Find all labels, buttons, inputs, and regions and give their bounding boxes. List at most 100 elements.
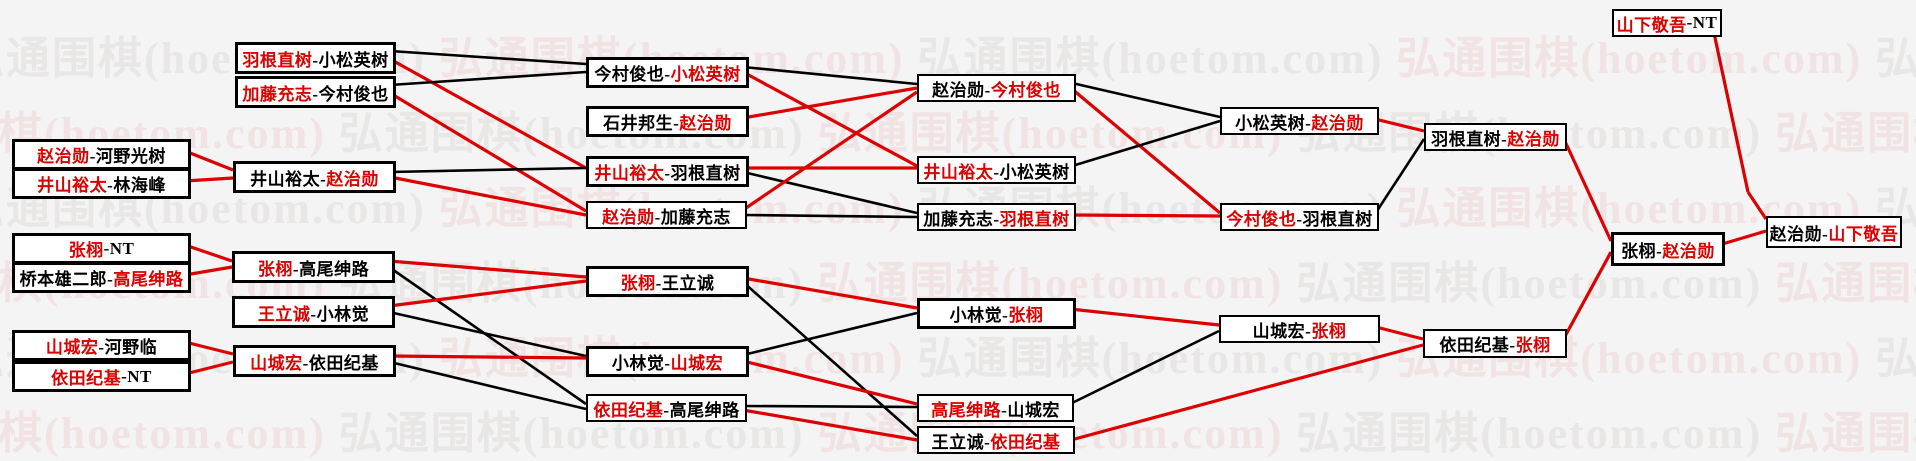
loser-path-line: [389, 49, 587, 66]
winner-path-line: [389, 175, 587, 217]
loser-path-line: [389, 360, 587, 411]
winner-path-line: [1070, 343, 1424, 442]
winner-name: 赵治勋: [1507, 129, 1560, 149]
player-name: -依田纪基: [302, 353, 379, 373]
loser-path-line: [742, 404, 918, 409]
player-name: -今村俊也: [312, 84, 389, 104]
winner-path-line: [1712, 32, 1750, 193]
winner-path-line: [742, 276, 918, 310]
loser-path-line: [389, 166, 587, 174]
player-name: -羽根直树: [1296, 209, 1373, 229]
loser-path-line: [1373, 138, 1426, 215]
match-box-r4-kato-hane: 加藤充志-羽根直树: [917, 203, 1076, 231]
player-name: -王立诚: [655, 274, 715, 293]
match-box-r3-iyama-hane: 井山裕太-羽根直树: [586, 156, 749, 187]
winner-name: 张栩: [1311, 321, 1347, 341]
winner-name: 依田纪基: [990, 432, 1061, 452]
winner-name: 山下敬吾: [1616, 15, 1687, 35]
match-box-r3-kobayashi-yamashiro: 小林觉-山城宏: [586, 346, 749, 377]
winner-name: 赵治勋: [37, 147, 90, 166]
match-box-r6-hane-zhao: 羽根直树-赵治勋: [1424, 123, 1567, 151]
winner-name: 依田纪基: [593, 400, 664, 420]
winner-name: 赵治勋: [602, 207, 655, 227]
match-box-r5-imamura-hane: 今村俊也-羽根直树: [1220, 203, 1379, 231]
match-box-r1-zhangxu-nt: 张栩-NT: [12, 233, 191, 264]
winner-name: 张栩: [620, 274, 656, 293]
player-name: 山城宏-: [1252, 321, 1312, 341]
player-name: -河野临: [98, 338, 158, 357]
match-box-r1-yoda-nt: 依田纪基-NT: [12, 361, 191, 392]
player-name: -林海峰: [107, 176, 166, 195]
loser-path-line: [742, 170, 918, 215]
loser-path-line: [1071, 81, 1221, 119]
winner-name: 小松英树: [670, 65, 741, 84]
winner-name: 依田纪基: [51, 369, 122, 388]
match-box-r2-hane-komatsu: 羽根直树-小松英树: [235, 42, 396, 74]
winner-name: 山城宏: [45, 338, 99, 357]
winner-path-line: [1561, 136, 1613, 242]
loser-path-line: [388, 310, 587, 358]
winner-path-line: [1746, 191, 1768, 220]
winner-name: 赵治勋: [679, 114, 732, 133]
loser-path-line: [1069, 329, 1220, 406]
loser-path-line: [1071, 119, 1221, 168]
match-box-r4-wang-yoda: 王立诚-依田纪基: [917, 426, 1075, 454]
player-name: 小林觉-: [611, 354, 671, 373]
winner-path-line: [184, 340, 234, 356]
winner-path-line: [184, 243, 233, 263]
player-name: -高尾绅路: [663, 400, 740, 420]
winner-path-line: [742, 408, 918, 442]
winner-name: 张栩: [1008, 306, 1044, 325]
player-name: -加藤充志: [654, 207, 731, 227]
winner-path-line: [389, 354, 587, 360]
match-box-r3-imamura-komatsu: 今村俊也-小松英树: [586, 57, 749, 88]
player-name: -山城宏: [1001, 400, 1060, 420]
player-name: -NT: [1686, 13, 1718, 32]
winner-name: 今村俊也: [1226, 209, 1297, 229]
player-name: 赵治勋-: [932, 80, 991, 100]
loser-path-line: [742, 311, 918, 357]
match-box-r1-zhao-heye: 赵治勋-河野光树: [12, 139, 191, 170]
match-box-r2-kato-imamura: 加藤充志-今村俊也: [235, 76, 396, 108]
winner-name: 张栩: [68, 241, 104, 260]
match-box-r3-zhao-kato: 赵治勋-加藤充志: [586, 201, 747, 229]
player-name: -羽根直树: [664, 164, 741, 183]
match-box-r4-takao-yamashiro: 高尾绅路-山城宏: [917, 394, 1074, 422]
winner-name: 加藤充志: [242, 84, 313, 104]
winner-path-line: [184, 265, 233, 277]
winner-name: 张栩: [1515, 336, 1551, 355]
match-box-r3-ishii-zhao: 石井邦生-赵治勋: [586, 106, 749, 137]
match-box-r3-zhangxu-wang: 张栩-王立诚: [586, 266, 749, 297]
winner-path-line: [742, 86, 918, 120]
winner-name: 今村俊也: [990, 80, 1061, 100]
winner-path-line: [742, 359, 918, 406]
player-name: 小松英树-: [1235, 113, 1312, 133]
winner-path-line: [1070, 87, 1222, 215]
match-box-r2-yamashiro-yoda: 山城宏-依田纪基: [233, 345, 396, 377]
player-name: -NT: [121, 366, 152, 386]
loser-path-line: [389, 70, 587, 87]
winner-name: 赵治勋: [326, 169, 379, 189]
player-name: 依田纪基-: [1439, 336, 1516, 355]
winner-name: 羽根直树: [242, 50, 313, 70]
winner-path-line: [388, 279, 587, 308]
match-box-final-zhao-yamashita: 赵治勋-山下敬吾: [1766, 216, 1902, 248]
player-name: -高尾绅路: [292, 259, 370, 279]
player-name: 加藤充志-: [923, 209, 1000, 229]
player-name: 王立诚-: [931, 432, 991, 452]
winner-name: 山城宏: [250, 353, 303, 373]
winner-path-line: [1374, 117, 1425, 133]
match-box-r1-yamashiro-heye2: 山城宏-河野临: [12, 330, 191, 361]
player-name: -NT: [103, 238, 135, 258]
winner-path-line: [742, 70, 918, 168]
winner-name: 高尾绅路: [113, 270, 184, 289]
winner-name: 张栩: [257, 259, 293, 279]
player-name: 井山裕太-: [250, 169, 327, 189]
winner-path-line: [389, 91, 587, 213]
player-name: -小松英树: [993, 162, 1070, 182]
player-name: 张栩-: [1621, 241, 1663, 261]
player-name: 石井邦生-: [603, 114, 680, 133]
match-box-r2-zhangxu-takao: 张栩-高尾绅路: [232, 251, 395, 283]
winner-name: 井山裕太: [923, 162, 994, 182]
